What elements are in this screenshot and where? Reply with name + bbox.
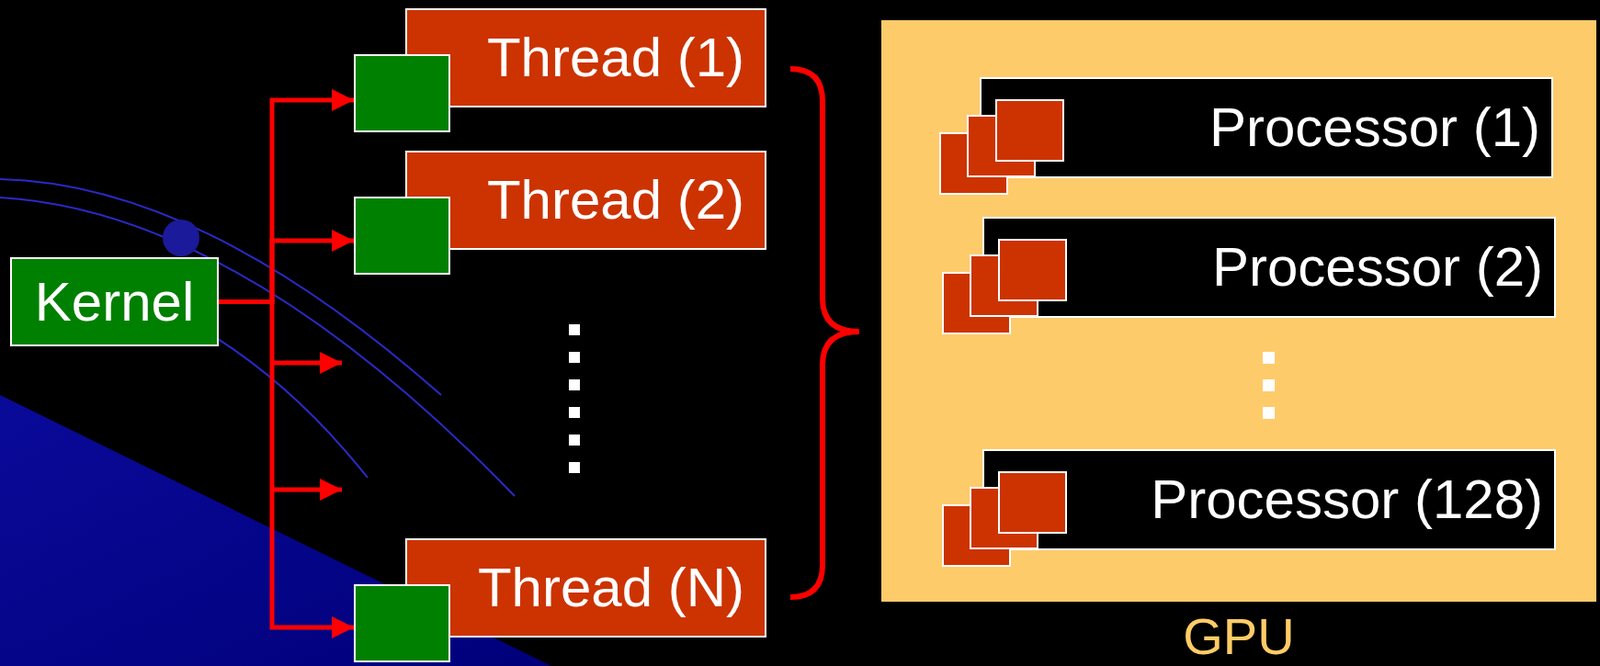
thread-data-square: [353, 196, 451, 275]
thread-node: Thread (N): [353, 538, 767, 663]
processor-core-square: [998, 238, 1067, 302]
gpu-node: GPU Processor (1) Processor (2) Processor (…: [881, 20, 1597, 664]
brace: [790, 68, 860, 598]
thread-label: Thread (1): [487, 27, 745, 89]
processor-label: Processor (1): [1209, 97, 1541, 159]
thread-box: Thread (1): [405, 8, 767, 108]
processor-box: Processor (1): [979, 77, 1554, 179]
processor-box: Processor (128): [982, 449, 1556, 551]
kernel-arrow: [218, 302, 354, 629]
thread-label: Thread (2): [487, 170, 745, 231]
kernel-box: Kernel: [10, 257, 219, 347]
thread-ellipsis: [568, 324, 580, 474]
gpu-label: GPU: [881, 608, 1597, 666]
thread-data-square: [353, 54, 451, 133]
processor-box: Processor (2): [982, 216, 1556, 318]
proc-node: Processor (2): [941, 216, 1556, 334]
thread-node: Thread (1): [353, 8, 767, 133]
thread-box: Thread (N): [405, 538, 767, 638]
processor-core-square: [995, 99, 1065, 162]
kernel-node: Kernel: [10, 257, 219, 347]
kernel-label: Kernel: [34, 272, 194, 333]
ellipsis-dot: [1262, 351, 1275, 364]
processor-label: Processor (128): [1150, 469, 1544, 531]
proc-node: Processor (128): [941, 449, 1556, 567]
proc-node: Processor (1): [939, 77, 1554, 194]
thread-node: Thread (2): [353, 150, 767, 275]
ellipsis-dot: [1262, 379, 1275, 392]
extra-arrows: [272, 363, 342, 490]
sphere: [162, 219, 200, 257]
thread-label: Thread (N): [477, 557, 745, 619]
processor-label: Processor (2): [1212, 237, 1544, 298]
kernel-arrow: [218, 240, 354, 303]
thread-box: Thread (2): [405, 150, 767, 250]
processor-core-square: [998, 471, 1067, 534]
ellipsis-dot: [1262, 407, 1275, 420]
kernel-arrow: [218, 100, 354, 303]
orbit-lines: [0, 179, 515, 497]
thread-data-square: [353, 584, 451, 663]
